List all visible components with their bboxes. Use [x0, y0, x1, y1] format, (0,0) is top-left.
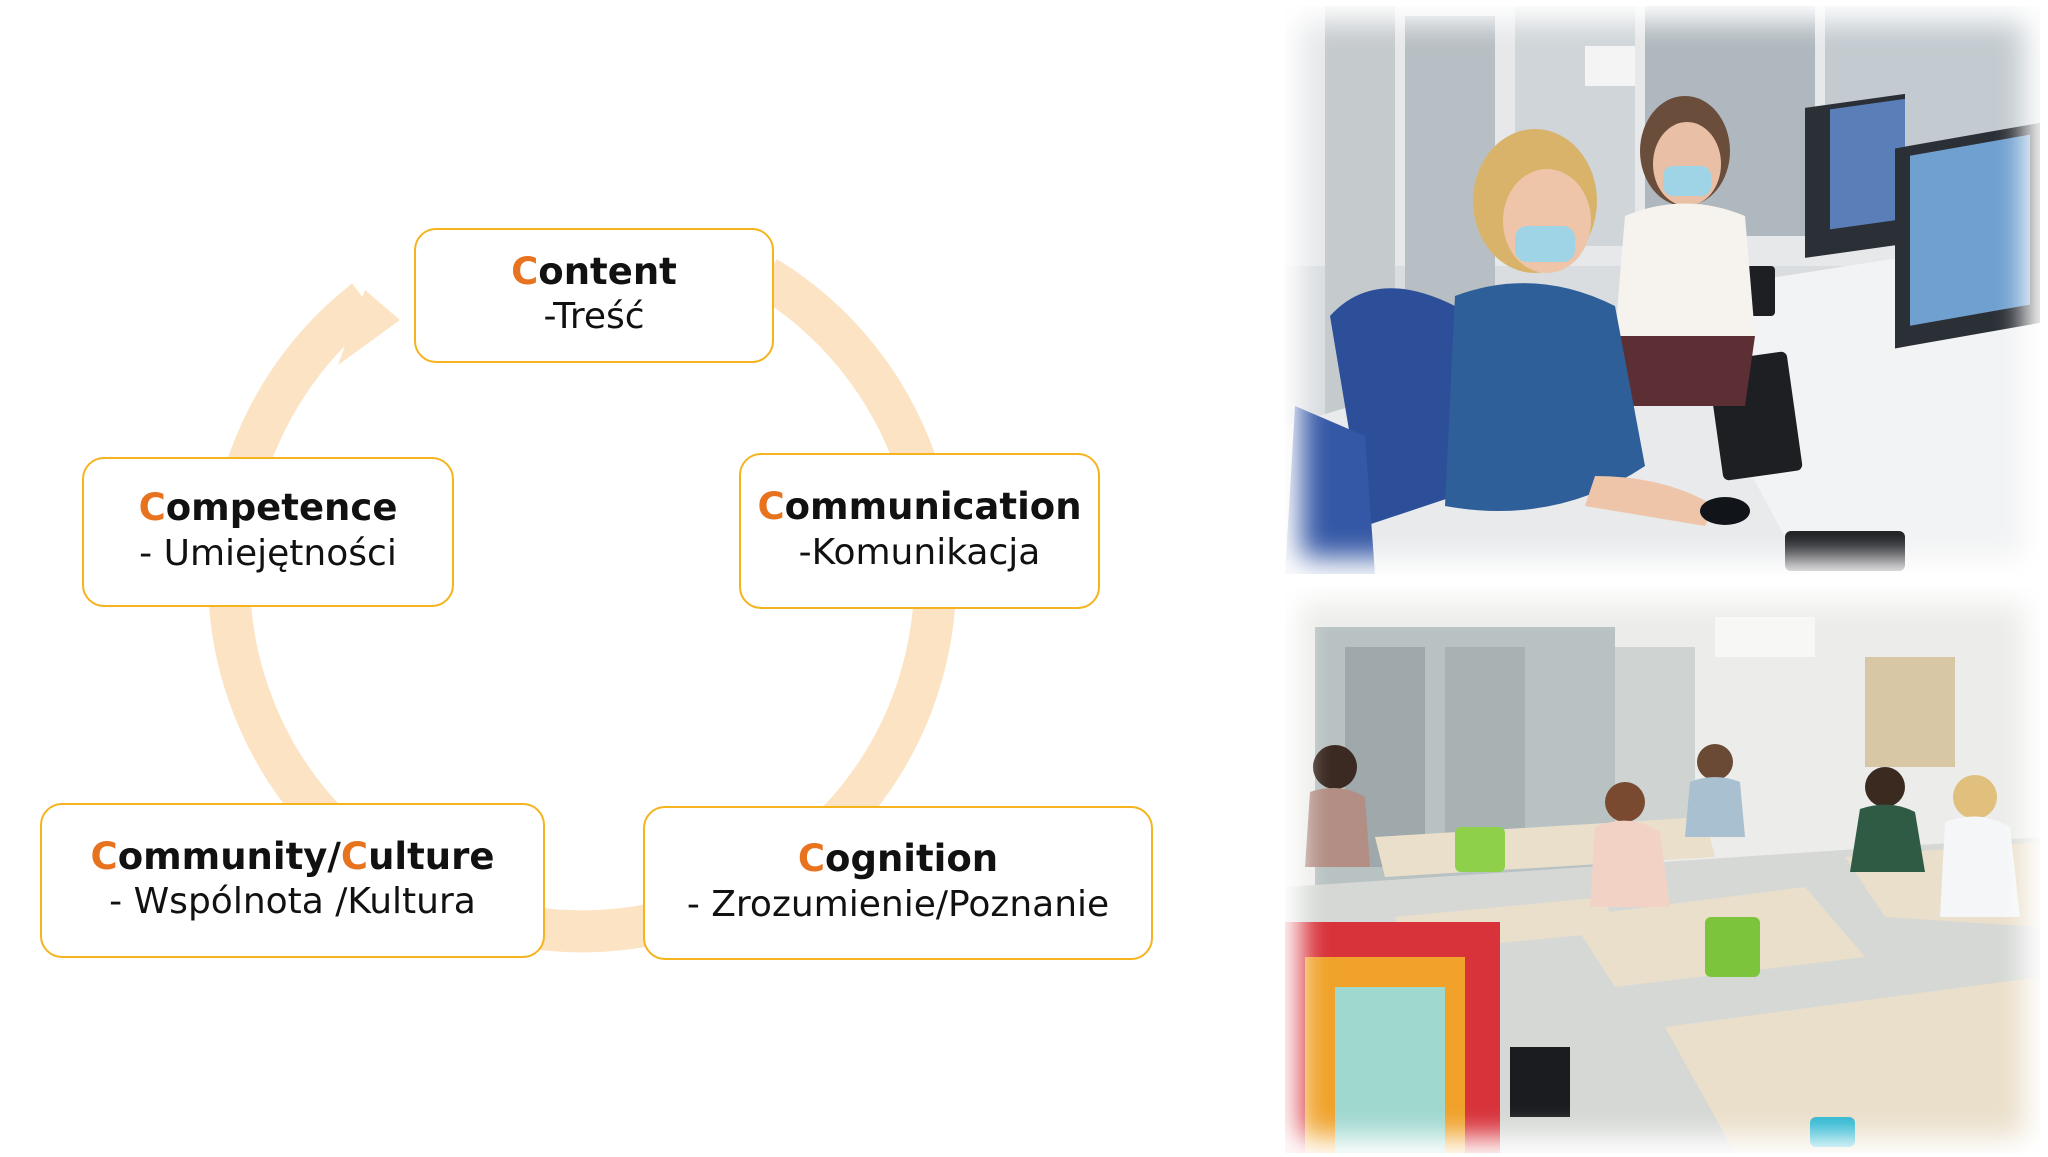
node-community-culture: Community/Culture - Wspólnota /Kultura: [40, 803, 545, 958]
node-cognition: Cognition - Zrozumienie/Poznanie: [643, 806, 1153, 960]
node-competence-subtitle: - Umiejętności: [139, 532, 397, 574]
node-communication-title: Communication: [757, 485, 1082, 529]
node-communication: Communication -Komunikacja: [739, 453, 1100, 609]
photo-teachers-at-computers: [1285, 6, 2040, 574]
node-community-culture-title: Community/Culture: [90, 834, 495, 878]
photo-classroom-participants-icon: [1285, 587, 2040, 1153]
node-content-subtitle: -Treść: [543, 296, 645, 338]
node-cognition-title: Cognition: [797, 837, 999, 881]
cycle-arrowhead: [338, 290, 400, 365]
node-community-culture-subtitle: - Wspólnota /Kultura: [109, 881, 476, 923]
node-communication-subtitle: -Komunikacja: [798, 531, 1041, 573]
node-competence-title: Competence: [138, 486, 398, 530]
photo-teachers-at-computers-icon: [1285, 6, 2040, 574]
node-cognition-subtitle: - Zrozumienie/Poznanie: [686, 883, 1110, 925]
photo-classroom-participants: [1285, 587, 2040, 1153]
node-content: Content -Treść: [414, 228, 774, 363]
node-content-title: Content: [511, 249, 677, 293]
node-competence: Competence - Umiejętności: [82, 457, 454, 607]
